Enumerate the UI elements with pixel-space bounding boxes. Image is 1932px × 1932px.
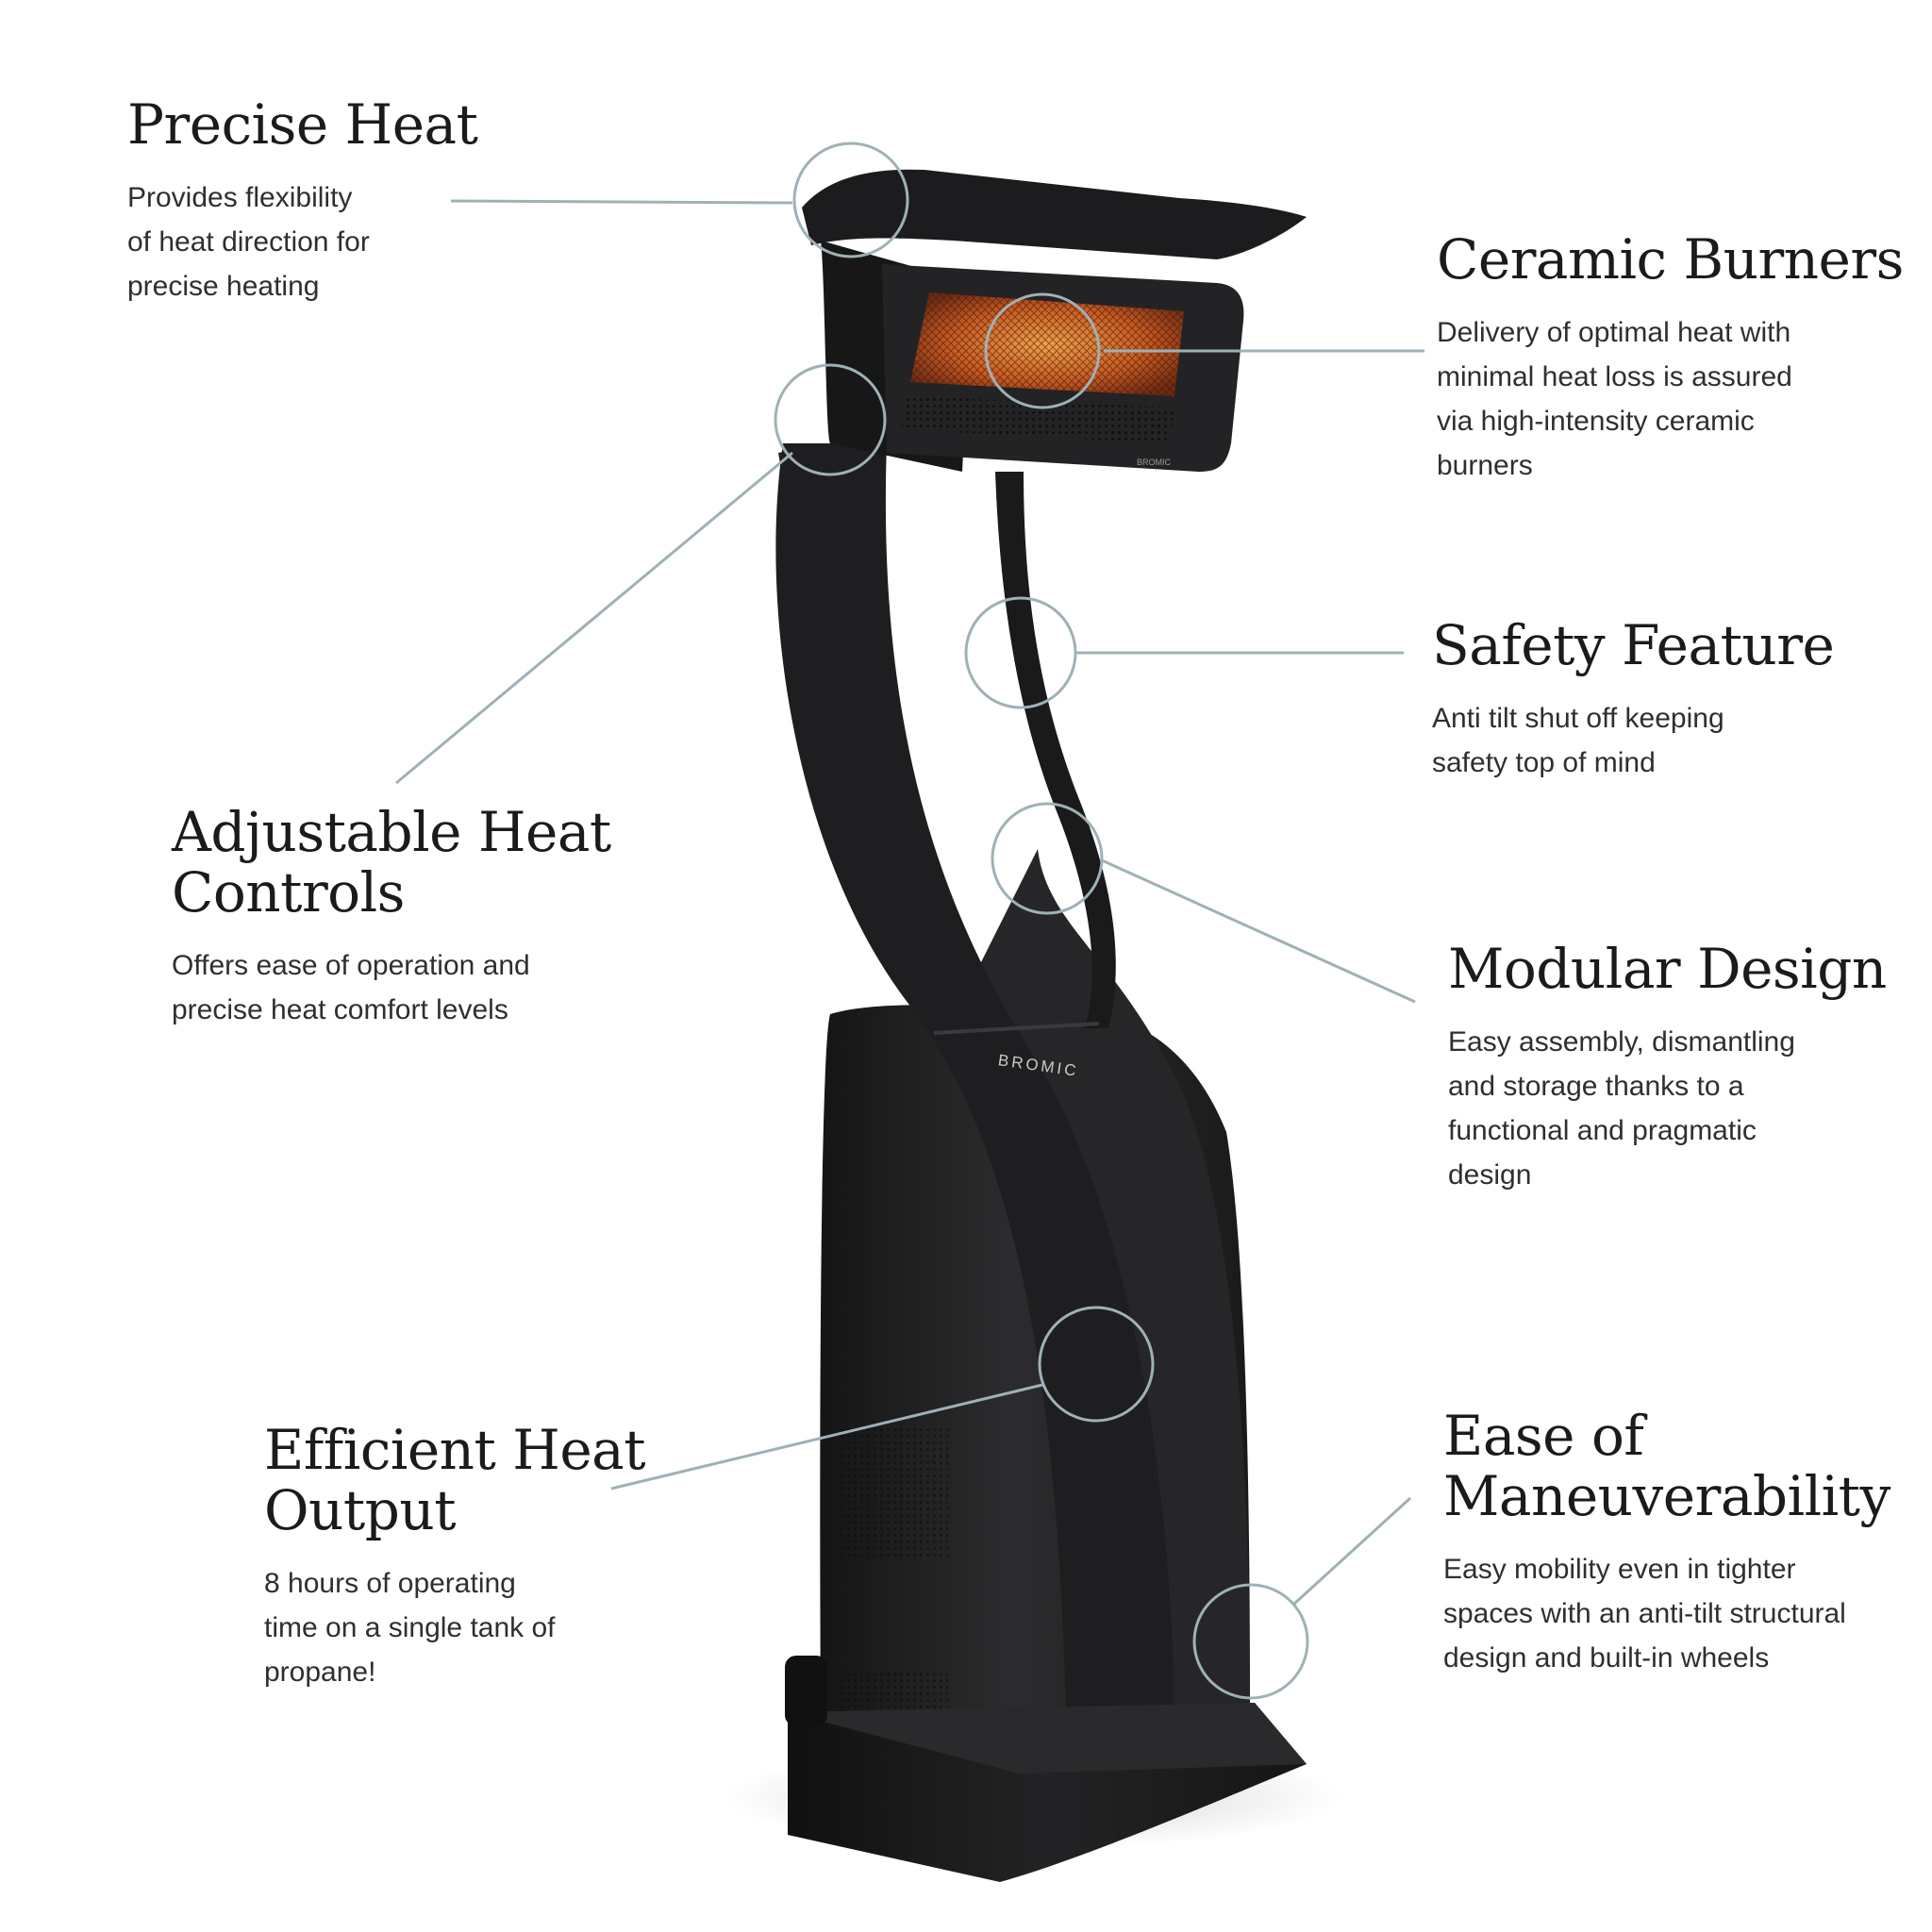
feature-title: Ceramic Burners xyxy=(1437,227,1904,291)
callout-line-efficient-heat xyxy=(610,1383,1043,1491)
callout-ring-maneuverability xyxy=(1192,1583,1309,1700)
feature-title: Efficient Heat Output xyxy=(264,1418,646,1542)
feature-description: Offers ease of operation and precise hea… xyxy=(172,950,530,1025)
heater-base-top xyxy=(788,1703,1307,1774)
callout-ring-modular-design xyxy=(991,802,1104,915)
callout-ring-precise-heat xyxy=(792,142,909,258)
heater-hood xyxy=(802,169,1307,259)
callout-line-modular-design xyxy=(1101,858,1416,1004)
feature-ease-of-maneuverability: Ease of Maneuverability Easy mobility ev… xyxy=(1443,1406,1890,1680)
feature-title: Safety Feature xyxy=(1432,613,1835,677)
feature-ceramic-burners: Ceramic Burners Delivery of optimal heat… xyxy=(1437,229,1904,488)
callout-ring-adjustable-heat xyxy=(774,363,887,476)
feature-description: Easy assembly, dismantling and storage t… xyxy=(1448,1026,1795,1191)
feature-description: 8 hours of operating time on a single ta… xyxy=(264,1568,556,1688)
feature-modular-design: Modular Design Easy assembly, dismantlin… xyxy=(1448,939,1887,1197)
column-window-edge xyxy=(933,1022,1100,1035)
feature-adjustable-heat-controls: Adjustable Heat Controls Offers ease of … xyxy=(172,802,611,1032)
callout-line-precise-heat xyxy=(450,199,793,205)
callout-ring-ceramic-burners xyxy=(984,292,1101,409)
feature-efficient-heat-output: Efficient Heat Output 8 hours of operati… xyxy=(264,1418,646,1694)
side-vent-upper xyxy=(840,1424,948,1557)
callout-ring-safety-feature xyxy=(964,596,1077,709)
ceramic-burner-mesh xyxy=(910,292,1184,396)
feature-description: Delivery of optimal heat with minimal he… xyxy=(1437,317,1792,481)
heater-left-arm xyxy=(775,443,1174,1717)
feature-safety: Safety Feature Anti tilt shut off keepin… xyxy=(1432,613,1835,785)
callout-line-adjustable-heat xyxy=(395,451,793,785)
feature-description: Anti tilt shut off keeping safety top of… xyxy=(1432,703,1724,778)
feature-title: Adjustable Heat Controls xyxy=(172,800,611,924)
feature-description: Provides flexibility of heat direction f… xyxy=(127,182,370,302)
heater-right-arm xyxy=(995,472,1116,1028)
callout-line-maneuverability xyxy=(1292,1496,1412,1606)
callout-ring-efficient-heat xyxy=(1038,1306,1155,1423)
feature-description: Easy mobility even in tighter spaces wit… xyxy=(1443,1554,1846,1674)
feature-precise-heat: Precise Heat Provides flexibility of hea… xyxy=(127,92,478,308)
heater-face-logo: BROMIC xyxy=(1137,458,1172,467)
heater-face-grille xyxy=(901,396,1174,443)
feature-title: Precise Heat xyxy=(127,92,478,157)
callout-lines xyxy=(395,142,1424,1700)
feature-title: Ease of Maneuverability xyxy=(1443,1404,1890,1528)
feature-title: Modular Design xyxy=(1448,937,1887,1001)
wheel-bracket xyxy=(785,1656,827,1726)
